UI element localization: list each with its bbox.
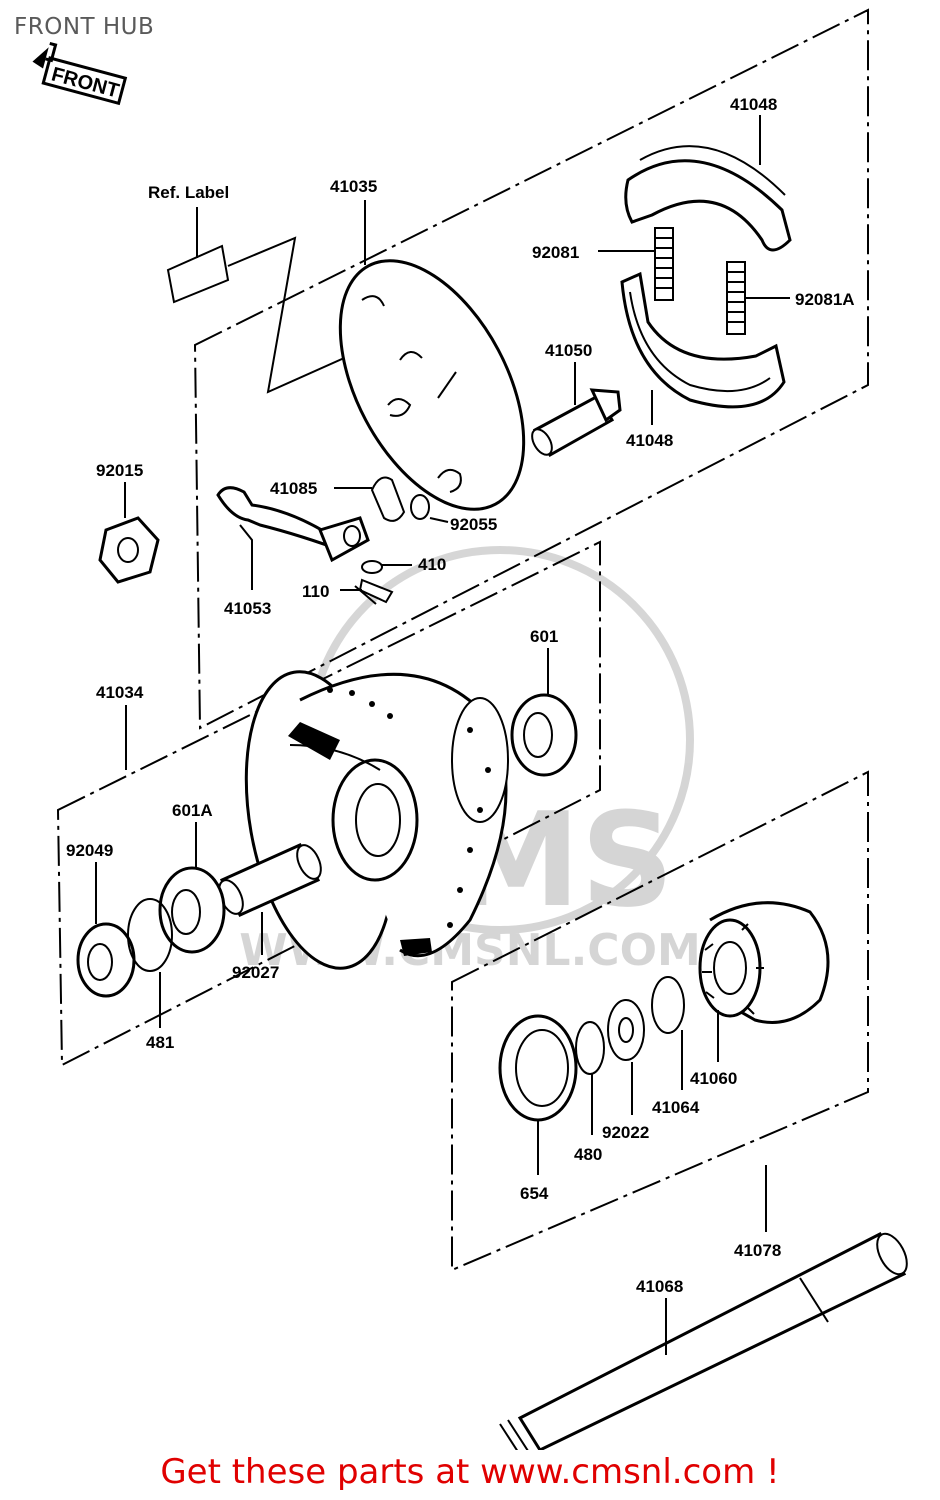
label-41048: 41048 bbox=[626, 431, 673, 450]
circlip-481 bbox=[127, 898, 173, 972]
label-41050: 41050 bbox=[545, 341, 592, 360]
label-41048-top: 41048 bbox=[730, 95, 777, 114]
circlip-480 bbox=[575, 1021, 605, 1075]
spring-92081A bbox=[726, 261, 746, 335]
label-41060: 41060 bbox=[690, 1069, 737, 1088]
bearing-601A bbox=[158, 866, 226, 954]
oil-seal-92049 bbox=[76, 922, 136, 998]
washer-410 bbox=[361, 560, 383, 574]
label-92015: 92015 bbox=[96, 461, 143, 480]
sprocket-outline bbox=[451, 770, 869, 1272]
brake-shoe-upper bbox=[624, 145, 792, 252]
spacer-92027 bbox=[218, 843, 322, 917]
brake-panel-outline bbox=[193, 8, 869, 730]
hub-outline bbox=[56, 540, 601, 1067]
label-481: 481 bbox=[146, 1033, 174, 1052]
brake-panel bbox=[338, 259, 526, 511]
washer-92022 bbox=[607, 999, 645, 1061]
label-601: 601 bbox=[530, 627, 558, 646]
brake-lever bbox=[216, 486, 370, 563]
oil-seal-654 bbox=[498, 1014, 578, 1122]
indicator-41085 bbox=[370, 476, 406, 522]
label-41068: 41068 bbox=[636, 1277, 683, 1296]
page-title: FRONT HUB bbox=[14, 14, 155, 40]
label-92055: 92055 bbox=[450, 515, 497, 534]
label-92027: 92027 bbox=[232, 963, 279, 982]
label-92081A: 92081A bbox=[795, 290, 855, 309]
brake-shoe-lower bbox=[620, 271, 786, 409]
label-92081: 92081 bbox=[532, 243, 579, 262]
label-92022: 92022 bbox=[602, 1123, 649, 1142]
label-41064: 41064 bbox=[652, 1098, 700, 1117]
leader-41053 bbox=[239, 524, 253, 590]
speedometer-gear-housing bbox=[698, 901, 830, 1024]
label-110: 110 bbox=[302, 582, 329, 601]
ref-label-sticker bbox=[166, 207, 230, 304]
spring-92081 bbox=[654, 227, 674, 301]
label-ref-label: Ref. Label bbox=[148, 183, 229, 202]
label-601A: 601A bbox=[172, 801, 213, 820]
label-410: 410 bbox=[418, 555, 446, 574]
label-41053: 41053 bbox=[224, 599, 271, 618]
brake-cam bbox=[531, 388, 622, 458]
footer-link[interactable]: Get these parts at www.cmsnl.com ! bbox=[160, 1452, 780, 1492]
axle-nut bbox=[98, 516, 160, 584]
leader-ref-zigzag bbox=[227, 236, 381, 394]
front-axle bbox=[499, 1232, 908, 1450]
label-41035: 41035 bbox=[330, 177, 377, 196]
label-41034: 41034 bbox=[96, 683, 144, 702]
label-41085: 41085 bbox=[270, 479, 317, 498]
front-arrow-icon: FRONT bbox=[32, 41, 128, 106]
label-92049: 92049 bbox=[66, 841, 113, 860]
bearing-601 bbox=[510, 693, 578, 777]
label-480: 480 bbox=[574, 1145, 602, 1164]
leader-92055 bbox=[429, 517, 449, 523]
label-41078: 41078 bbox=[734, 1241, 781, 1260]
washer-41064 bbox=[651, 976, 685, 1034]
parts-diagram: CMS WWW.CMSNL.COM FRONT bbox=[32, 8, 908, 1450]
label-654: 654 bbox=[520, 1184, 549, 1203]
seal-92055 bbox=[410, 494, 430, 520]
